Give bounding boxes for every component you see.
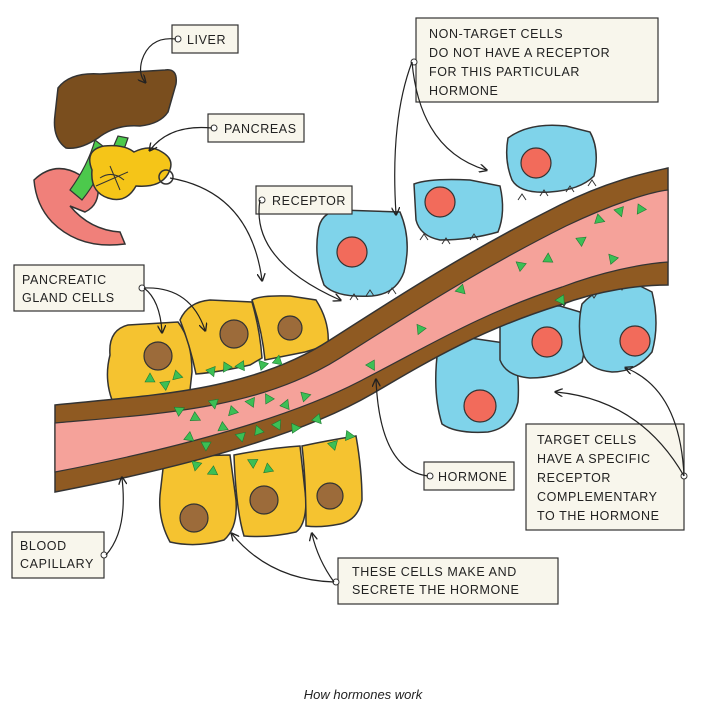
label-gland-line-1: PANCREATIC: [22, 273, 107, 287]
target-and-non-target-cells: [316, 124, 657, 434]
liver: [53, 69, 178, 150]
label-blood-capillary: BLOOD CAPILLARY: [11, 478, 123, 579]
hormone-molecule: [365, 359, 375, 371]
hormone-molecule: [254, 424, 265, 436]
hormone-molecule: [454, 283, 466, 295]
label-blood-line-1: BLOOD: [20, 539, 67, 553]
hormone-molecule: [172, 369, 184, 381]
label-non-target-line-2: DO NOT HAVE A RECEPTOR: [429, 46, 610, 60]
hormone-molecule: [247, 459, 259, 469]
hormone-molecule: [191, 460, 203, 472]
blood-capillary: [54, 167, 669, 493]
label-target-line-1: TARGET CELLS: [537, 433, 637, 447]
label-target-cells: TARGET CELLS HAVE A SPECIFIC RECEPTOR CO…: [525, 368, 688, 531]
hormone-molecule: [613, 206, 624, 218]
hormone-molecule: [234, 431, 246, 443]
label-pancreas: PANCREAS: [150, 113, 305, 280]
hormone-molecule: [258, 359, 269, 371]
hormone-molecule: [300, 391, 312, 403]
label-these-cells-line-1: THESE CELLS MAKE AND: [352, 565, 517, 579]
hormone-molecule: [542, 252, 554, 263]
label-gland-line-2: GLAND CELLS: [22, 291, 115, 305]
capillary-lumen: [54, 189, 669, 473]
target-cell-nucleus: [336, 236, 368, 268]
gland-cell-nucleus: [277, 315, 303, 341]
hormone-molecule: [228, 405, 239, 417]
hormone-molecule: [279, 398, 290, 411]
hormone-molecule: [594, 213, 606, 224]
label-non-target-cells: NON-TARGET CELLS DO NOT HAVE A RECEPTOR …: [395, 17, 659, 214]
organs-illustration: [33, 69, 178, 246]
hormone-molecule: [608, 253, 619, 265]
hormone-molecule: [416, 323, 427, 336]
hormone-molecule: [263, 462, 275, 474]
hormone-molecule: [217, 421, 229, 432]
hormone-molecule: [144, 372, 156, 383]
hormone-molecule: [159, 380, 171, 391]
gland-cell-nucleus: [143, 341, 173, 371]
hormone-molecule: [311, 413, 322, 425]
target-cell: [578, 283, 657, 373]
label-receptor-text: RECEPTOR: [272, 194, 346, 208]
target-cell-nucleus: [531, 326, 563, 358]
gland-cell-nucleus: [316, 482, 344, 510]
hormone-molecules: [144, 203, 647, 476]
non-target-cell: [505, 124, 597, 193]
label-target-line-5: TO THE HORMONE: [537, 509, 660, 523]
pancreas: [89, 144, 172, 201]
label-hormone: HORMONE: [376, 380, 515, 491]
figure-caption: How hormones work: [303, 687, 423, 702]
label-target-line-4: COMPLEMENTARY: [537, 490, 658, 504]
pancreas-highlight-circle: [158, 169, 174, 185]
hormone-molecule: [291, 422, 302, 434]
label-non-target-line-3: FOR THIS PARTICULAR: [429, 65, 580, 79]
hormone-molecule: [327, 439, 338, 451]
label-liver-text: LIVER: [187, 33, 226, 47]
gland-cell-nucleus: [219, 319, 249, 349]
hormone-molecule: [173, 406, 186, 417]
hormone-molecule: [636, 203, 647, 215]
label-hormone-text: HORMONE: [438, 470, 507, 484]
label-these-cells: THESE CELLS MAKE AND SECRETE THE HORMONE: [232, 534, 559, 605]
target-cell-nucleus: [619, 325, 651, 357]
target-cell-nucleus: [424, 186, 456, 218]
label-pancreas-text: PANCREAS: [224, 122, 297, 136]
hormone-molecule: [189, 411, 202, 421]
hormone-molecule: [575, 236, 587, 247]
hormone-molecule: [183, 431, 195, 442]
hormone-molecule: [515, 261, 527, 272]
hormone-molecule: [554, 294, 565, 306]
label-target-line-2: HAVE A SPECIFIC: [537, 452, 651, 466]
hormone-molecule: [244, 396, 255, 408]
pancreatic-gland-cells: [106, 295, 363, 546]
hormone-molecule: [271, 354, 283, 366]
gland-cell: [301, 435, 363, 528]
gland-cell-nucleus: [249, 485, 279, 515]
hormone-molecule: [223, 361, 233, 373]
hormone-molecule: [207, 398, 219, 410]
label-pancreatic-gland-cells: PANCREATIC GLAND CELLS: [13, 264, 205, 332]
label-target-line-3: RECEPTOR: [537, 471, 611, 485]
hormone-molecule: [234, 360, 245, 372]
hormone-molecule: [206, 465, 219, 476]
hormone-molecule: [345, 430, 356, 441]
hormone-molecule: [271, 419, 282, 431]
hormone-molecule: [265, 393, 275, 405]
label-receptor: RECEPTOR: [255, 185, 353, 300]
hormone-molecule: [200, 441, 212, 452]
label-non-target-line-4: HORMONE: [429, 84, 498, 98]
gland-cell-nucleus: [179, 503, 209, 533]
label-liver: LIVER: [141, 24, 239, 82]
labels: LIVER PANCREAS RECEPTOR PANCREATIC GLAND…: [11, 17, 688, 605]
target-cell-nucleus: [520, 147, 552, 179]
label-non-target-line-1: NON-TARGET CELLS: [429, 27, 563, 41]
target-cell-nucleus: [463, 389, 497, 423]
label-these-cells-line-2: SECRETE THE HORMONE: [352, 583, 519, 597]
label-blood-line-2: CAPILLARY: [20, 557, 94, 571]
hormone-molecule: [205, 366, 216, 378]
